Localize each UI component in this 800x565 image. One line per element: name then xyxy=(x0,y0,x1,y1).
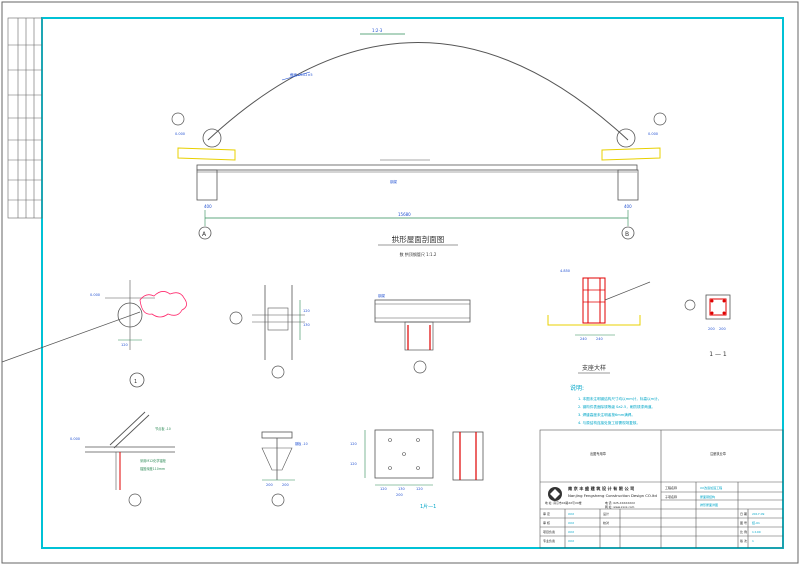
svg-text:0.000: 0.000 xyxy=(648,132,658,136)
svg-text:钢梁: 钢梁 xyxy=(378,293,386,298)
svg-text:B: B xyxy=(625,231,629,238)
tb-right-value-1: 结-01 xyxy=(752,520,760,525)
svg-text:120: 120 xyxy=(121,343,128,347)
svg-text:1: 1 xyxy=(134,379,137,385)
company-name-cn: 南 京 丰 盛 建 筑 设 计 有 限 公 司 xyxy=(568,485,634,492)
svg-text:120: 120 xyxy=(380,487,387,491)
svg-text:130: 130 xyxy=(303,323,310,327)
left-revision-strip xyxy=(7,17,43,219)
note-line-1: 1. 本图未注明钢结构尺寸均以mm计，标高以m计。 xyxy=(578,396,661,401)
project-label: 工程名称 xyxy=(665,485,677,490)
svg-text:0.000: 0.000 xyxy=(70,437,80,441)
detail-pipe-joint: 0.000 120 1 xyxy=(90,280,187,388)
design-label: 设计 xyxy=(603,511,609,516)
detail-bracket: 0.000 采用M12化学锚栓 锚固深度110mm 节点板 -10 xyxy=(70,411,175,507)
svg-text:200: 200 xyxy=(719,327,726,331)
seal-label: 出图专用章 xyxy=(590,451,607,456)
inner-frame xyxy=(41,17,784,549)
seat-detail-title: 支座大样 xyxy=(582,364,606,372)
left-dim-label: 400 xyxy=(204,204,212,209)
main-section-title: 拱形屋面剖面图 xyxy=(392,234,445,244)
left-support xyxy=(196,169,218,201)
tb-row-label-0: 审 定 xyxy=(543,511,550,516)
leader-line-long xyxy=(1,311,141,363)
tb-row-value-3: XXX xyxy=(568,539,574,543)
axis-bubble-a xyxy=(198,226,212,240)
project-value: XX改造加固工程 xyxy=(700,485,722,490)
notes-heading: 说明: xyxy=(570,384,584,392)
subitem-label: 子项名称 xyxy=(665,494,677,499)
tb-right-value-0: 2017.09 xyxy=(752,512,764,516)
tb-right-label-2: 比 例 xyxy=(740,529,747,534)
company-tel: 电 话: 025-XXXXXXXX xyxy=(605,501,635,505)
right-dim-label: 400 xyxy=(624,204,632,209)
tb-right-value-2: 1:100 xyxy=(752,530,761,534)
tb-row-label-1: 审 核 xyxy=(543,520,550,525)
svg-text:截面 D102×5: 截面 D102×5 xyxy=(290,72,313,77)
section-label-2: 1片—1 xyxy=(420,503,436,510)
svg-text:节点板 -10: 节点板 -10 xyxy=(155,426,171,431)
svg-text:4.850: 4.850 xyxy=(560,269,570,273)
svg-text:240: 240 xyxy=(596,337,603,341)
svg-text:锚固深度110mm: 锚固深度110mm xyxy=(140,466,165,471)
tb-row-value-2: XXX xyxy=(568,530,574,534)
tb-right-label-1: 图 号 xyxy=(740,520,747,525)
span-dimension: 15680 xyxy=(398,212,411,217)
detail-t-section: 200 200 钢板 -10 xyxy=(261,431,308,507)
svg-text:0.000: 0.000 xyxy=(175,132,185,136)
svg-text:200: 200 xyxy=(396,493,403,497)
svg-text:120: 120 xyxy=(350,442,357,446)
note-line-4: 4. 与原结构连接处施工前需现场复核。 xyxy=(578,420,640,425)
svg-text:120: 120 xyxy=(350,462,357,466)
detail-section-1-1: 200 200 1 — 1 xyxy=(684,294,731,358)
svg-text:130: 130 xyxy=(398,487,405,491)
subitem-value: 屋面钢结构 xyxy=(700,494,715,499)
detail-support: 4.850 240 240 支座大样 xyxy=(547,269,651,374)
svg-text:0.000: 0.000 xyxy=(90,293,100,297)
reg-label: 注册执业章 xyxy=(710,451,727,456)
svg-text:200: 200 xyxy=(266,483,273,487)
svg-text:200: 200 xyxy=(708,327,715,331)
tb-row-label-2: 项目负责 xyxy=(543,529,555,534)
note-line-2: 2. 钢构件表面除锈等级 Sa2.5，刷防锈漆两道。 xyxy=(578,404,655,409)
svg-text:A: A xyxy=(202,231,207,238)
company-logo xyxy=(548,487,562,501)
svg-text:采用M12化学锚栓: 采用M12化学锚栓 xyxy=(140,458,167,463)
tb-row-label-3: 专业负责 xyxy=(543,538,555,543)
check-label: 校对 xyxy=(603,520,609,525)
svg-text:120: 120 xyxy=(303,309,310,313)
svg-text:钢板 -10: 钢板 -10 xyxy=(295,441,308,446)
title-block xyxy=(539,429,784,549)
right-support xyxy=(617,169,639,201)
axis-bubble-b xyxy=(621,226,635,240)
arch-curve xyxy=(207,42,629,141)
floor-beam xyxy=(196,164,638,171)
svg-text:240: 240 xyxy=(580,337,587,341)
svg-text:钢梁: 钢梁 xyxy=(390,179,398,184)
tb-right-label-0: 日 期 xyxy=(740,511,747,516)
drawing-name: 拱形屋面详图 xyxy=(700,502,718,507)
detail-base-plate: 120 130 120 200 120 120 1片—1 xyxy=(350,429,484,510)
tb-row-value-1: XXX xyxy=(568,521,574,525)
main-section-subtitle: 数 拱顶钢管尺 1:1.2 xyxy=(400,251,437,257)
notes-block: 说明: 1. 本图未注明钢结构尺寸均以mm计，标高以m计。 2. 钢构件表面除锈… xyxy=(570,384,661,425)
arch-section: 1:2·3 截面 D102×5 钢梁 0.000 0.000 15680 400… xyxy=(171,28,667,257)
svg-text:200: 200 xyxy=(282,483,289,487)
company-address: 地 址: 南京市XX路XX号XX楼 xyxy=(545,501,582,505)
arch-label: 1:2·3 xyxy=(372,28,383,33)
company-web: 网 址: www.xxxx.com xyxy=(605,505,635,509)
detail-column-splice: 120 130 xyxy=(229,285,310,379)
tb-right-label-3: 版 次 xyxy=(740,538,747,543)
section-label: 1 — 1 xyxy=(709,351,727,358)
detail-beam-column: 钢梁 xyxy=(374,293,471,374)
tb-right-value-3: 1 xyxy=(752,539,754,543)
svg-text:120: 120 xyxy=(416,487,423,491)
tb-row-value-0: XXX xyxy=(568,512,574,516)
note-line-3: 3. 焊缝高度未注明者按6mm满焊。 xyxy=(578,412,635,417)
company-name-en: Nanjing Fengsheng Construction Design CO… xyxy=(568,493,658,498)
